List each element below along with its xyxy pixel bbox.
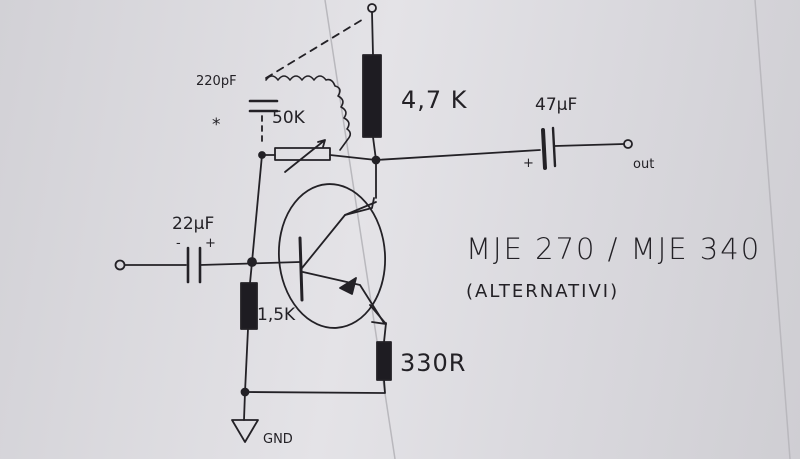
output-wire [375, 149, 541, 161]
emitter-resistor [376, 341, 392, 381]
output-capacitor-label: 47μF [535, 95, 578, 115]
potentiometer-coil [265, 75, 352, 151]
input-capacitor-plus: + [205, 236, 216, 251]
paper-fold-lines [324, 0, 791, 459]
potentiometer-wire-right [329, 154, 377, 161]
supply-wire [367, 3, 377, 56]
feedback-capacitor [248, 99, 279, 113]
input-terminal [114, 259, 126, 271]
ground-symbol [231, 419, 259, 443]
out-wire [554, 143, 625, 147]
collector-resistor-label: 4,7 K [401, 86, 468, 114]
bias-wire [249, 261, 253, 284]
out-label: out [633, 157, 655, 172]
emitter-wire [383, 322, 387, 343]
output-capacitor-plus: + [523, 156, 534, 171]
potentiometer-wiper-arrow [284, 139, 326, 173]
base-bias-resistor [240, 282, 258, 330]
input-capacitor-label: 22μF [172, 214, 215, 234]
input-capacitor [186, 246, 202, 284]
input-capacitor-minus: - [176, 236, 181, 251]
feedback-dashed-link [265, 17, 366, 79]
collector-junction-dot [371, 155, 381, 165]
transistor-part-label: MJE 270 / MJE 340 [466, 232, 762, 266]
potentiometer-value-label: 50K [272, 108, 305, 128]
feedback-capacitor-label: 220pF [196, 74, 237, 89]
base-bias-resistor-label: 1,5K [257, 305, 296, 325]
potentiometer-asterisk: * [212, 115, 221, 135]
ground-wire [243, 328, 249, 421]
output-capacitor [541, 126, 557, 170]
ground-junction-dot [240, 387, 250, 397]
emitter-ground-wire [244, 379, 386, 394]
potentiometer [274, 147, 331, 161]
collector-wire [372, 136, 377, 199]
transistor [277, 183, 387, 329]
transistor-alternative-note: (ALTERNATIVI) [466, 281, 620, 302]
base-bias-wire [251, 154, 263, 263]
collector-resistor [362, 54, 382, 138]
out-terminal [623, 139, 633, 149]
emitter-resistor-label: 330R [400, 349, 467, 377]
ground-label: GND [263, 432, 293, 447]
